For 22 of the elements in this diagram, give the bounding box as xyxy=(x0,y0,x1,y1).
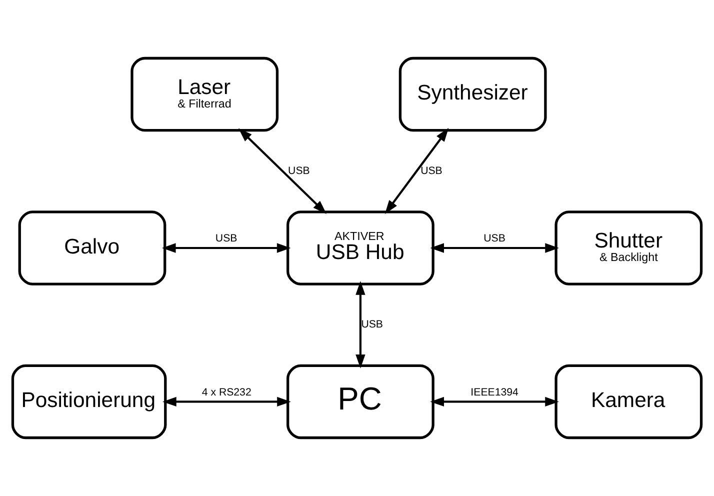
arrow xyxy=(430,243,559,253)
node-box: Shutter & Backlight xyxy=(554,210,703,286)
arrow xyxy=(384,128,449,214)
arrow xyxy=(238,128,327,214)
edge-label: USB xyxy=(484,232,506,245)
node-box: Kamera xyxy=(554,364,703,440)
edge-label: 4 x RS232 xyxy=(202,386,252,398)
edge-label: USB xyxy=(420,164,442,177)
node-box: Synthesizer xyxy=(398,56,547,132)
arrow xyxy=(356,281,366,368)
node-box: Positionierung xyxy=(11,364,167,440)
node-box: Laser & Filterrad xyxy=(130,56,279,132)
edge-label: USB xyxy=(361,318,384,331)
arrow xyxy=(162,243,291,253)
node-box: PC xyxy=(286,364,434,440)
edge-label: USB xyxy=(288,164,310,177)
node-box: Galvo xyxy=(18,210,166,286)
arrow xyxy=(162,396,291,407)
arrow xyxy=(430,396,559,407)
edge-label: USB xyxy=(215,232,238,245)
edge-label: IEEE1394 xyxy=(470,386,518,398)
node-box: AKTIVER USB Hub xyxy=(286,210,434,286)
